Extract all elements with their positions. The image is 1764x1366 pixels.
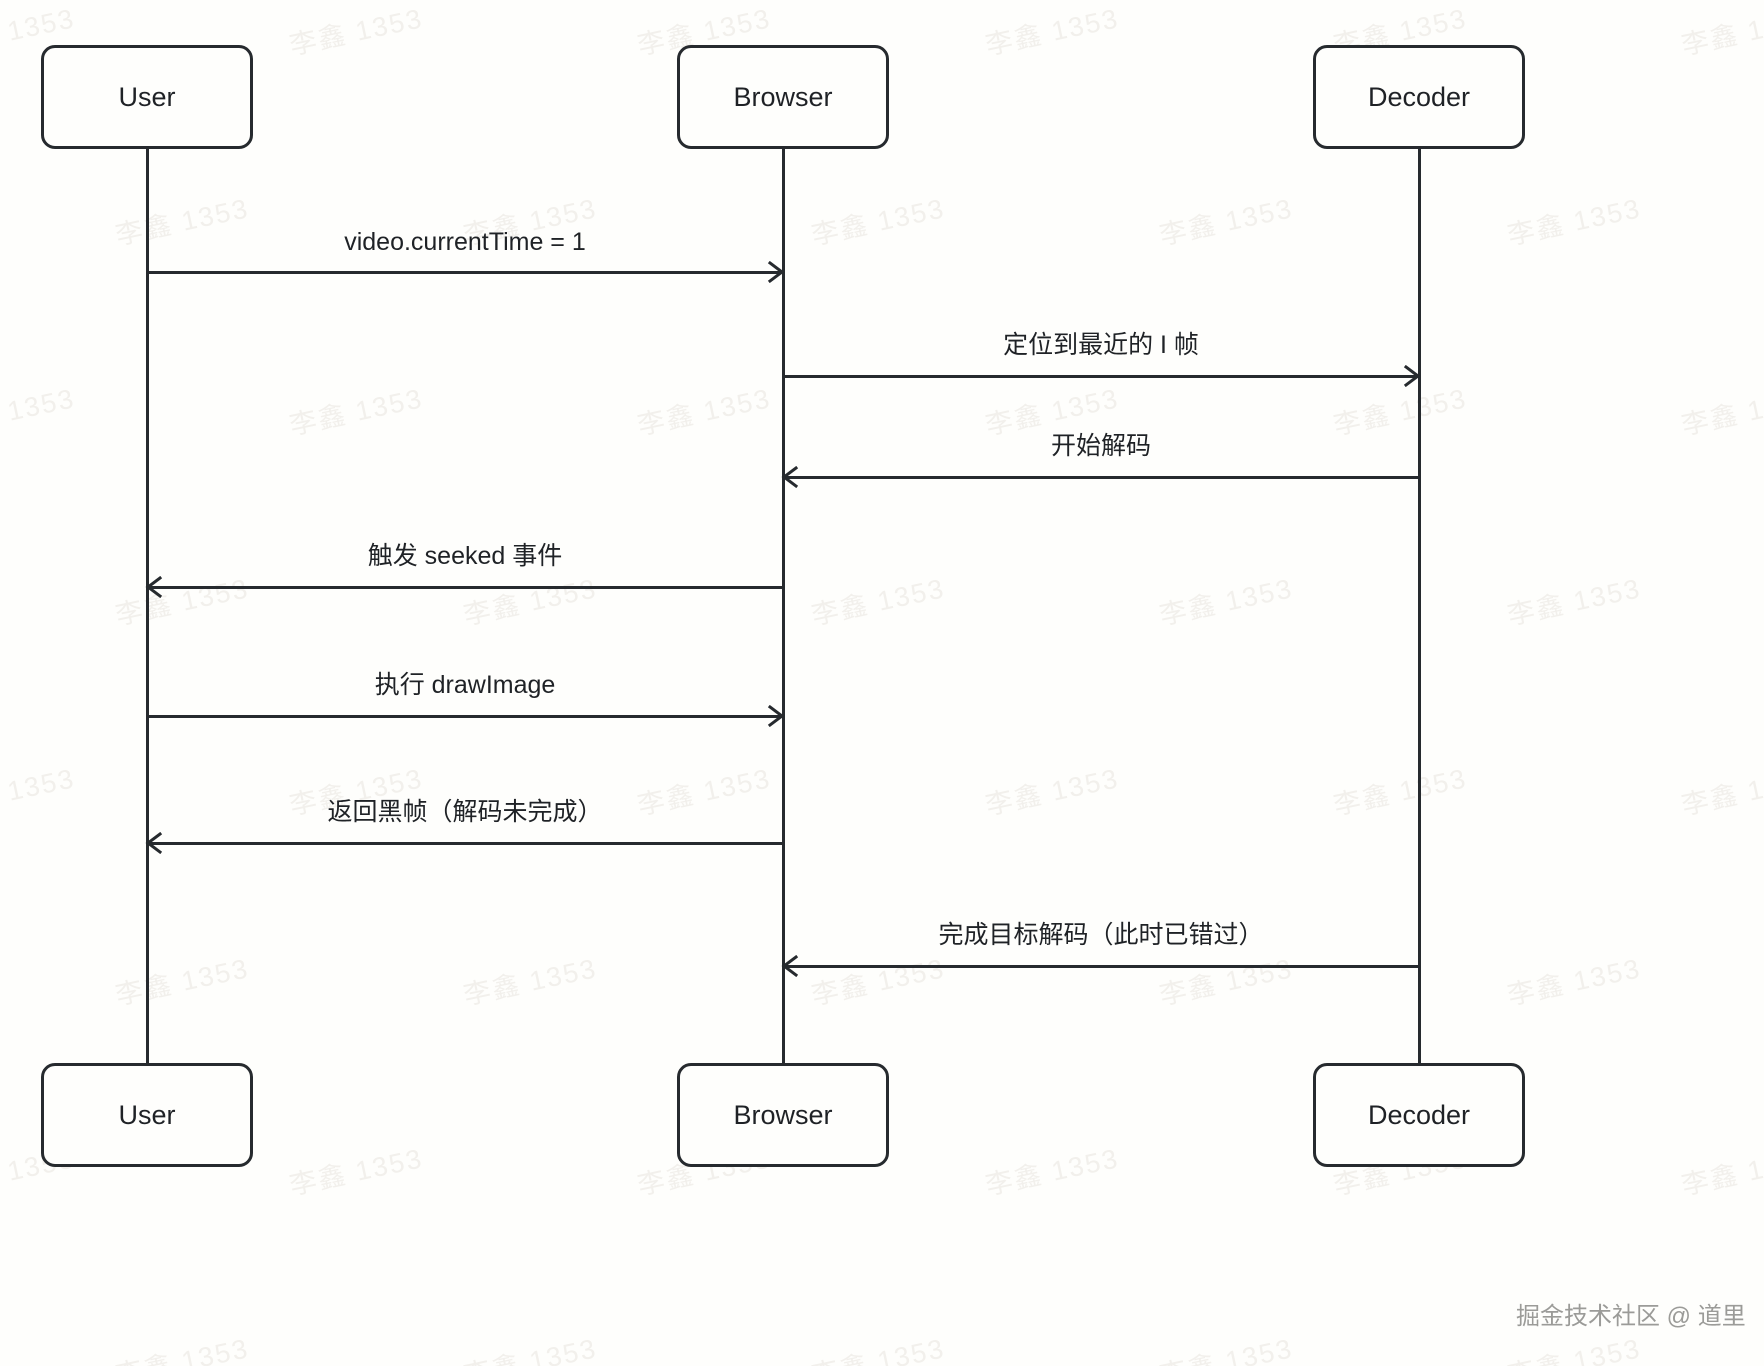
lifeline-user bbox=[145, 149, 149, 1063]
participant-box-decoder-top[interactable]: Decoder bbox=[1313, 45, 1525, 149]
participant-box-user-top[interactable]: User bbox=[41, 45, 253, 149]
message-line bbox=[783, 375, 1419, 378]
message-line bbox=[147, 586, 783, 589]
participant-label-user: User bbox=[118, 81, 176, 112]
participant-box-user-bottom[interactable]: User bbox=[41, 1063, 253, 1167]
lifeline-decoder bbox=[1417, 149, 1421, 1063]
arrowhead-right-icon bbox=[763, 261, 785, 283]
arrowhead-right-icon bbox=[1399, 365, 1421, 387]
message-label: 完成目标解码（此时已错过） bbox=[938, 921, 1264, 949]
message-label: 定位到最近的 I 帧 bbox=[1003, 331, 1199, 359]
message-line bbox=[783, 476, 1419, 479]
arrowhead-left-icon bbox=[145, 576, 167, 598]
arrowhead-left-icon bbox=[145, 832, 167, 854]
participant-label-browser: Browser bbox=[733, 1099, 833, 1130]
participant-box-decoder-bottom[interactable]: Decoder bbox=[1313, 1063, 1525, 1167]
message-line bbox=[147, 271, 783, 274]
participant-box-browser-top[interactable]: Browser bbox=[677, 45, 889, 149]
participant-box-browser-bottom[interactable]: Browser bbox=[677, 1063, 889, 1167]
message-label: 返回黑帧（解码未完成） bbox=[327, 798, 603, 826]
message-line bbox=[147, 715, 783, 718]
message-label: 触发 seeked 事件 bbox=[367, 542, 563, 570]
participant-label-decoder: Decoder bbox=[1367, 81, 1471, 112]
message-label: 执行 drawImage bbox=[374, 671, 556, 699]
message-line bbox=[147, 842, 783, 845]
participant-label-decoder: Decoder bbox=[1367, 1099, 1471, 1130]
participant-label-user: User bbox=[118, 1099, 176, 1130]
arrowhead-left-icon bbox=[781, 955, 803, 977]
message-line bbox=[783, 965, 1419, 968]
arrowhead-right-icon bbox=[763, 705, 785, 727]
message-label: 开始解码 bbox=[1050, 432, 1151, 460]
arrowhead-left-icon bbox=[781, 466, 803, 488]
participant-label-browser: Browser bbox=[733, 81, 833, 112]
attribution-text: 掘金技术社区 @ 道里 bbox=[1516, 1303, 1746, 1330]
message-label: video.currentTime = 1 bbox=[344, 228, 586, 256]
lifeline-browser bbox=[781, 149, 785, 1063]
